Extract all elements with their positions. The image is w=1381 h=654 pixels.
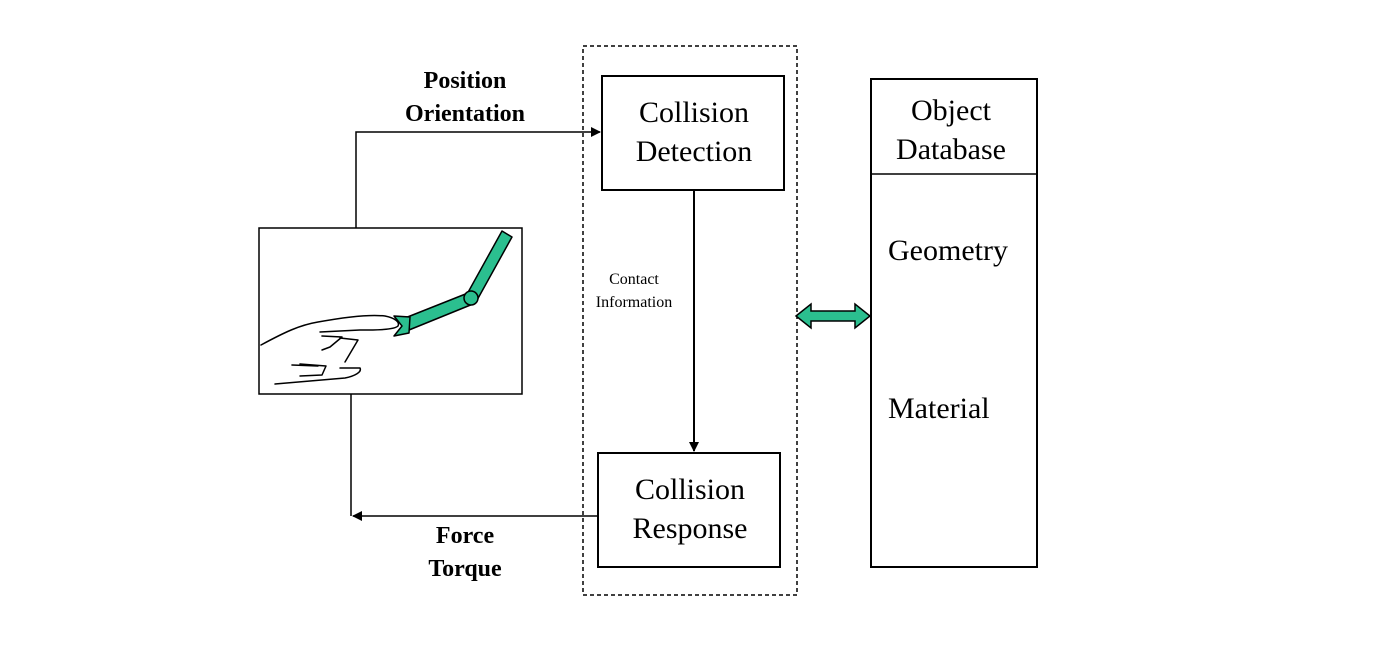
material-label: Material [888, 392, 990, 425]
haptic-arm [393, 230, 513, 337]
collision-response-box [597, 452, 781, 568]
force-label: Force [435, 523, 495, 549]
collision-response-subtitle: Response [632, 512, 748, 545]
hand-sketch [260, 314, 400, 385]
object-database-box [870, 78, 1038, 568]
position-orientation-arrow [355, 127, 601, 228]
collision-detection-title: Collision [638, 96, 750, 129]
orientation-label: Orientation [405, 101, 525, 127]
collision-detection-box [601, 75, 785, 191]
geometry-label: Geometry [888, 234, 1008, 267]
database-bidirectional-arrow [794, 302, 872, 330]
collision-detection-subtitle: Detection [635, 135, 753, 168]
information-label: Information [595, 294, 673, 311]
contact-label: Contact [609, 271, 659, 288]
object-database-title: Object [911, 94, 991, 127]
collision-response-title: Collision [634, 473, 746, 506]
object-database-subtitle: Database [896, 133, 1006, 166]
position-label: Position [423, 68, 507, 94]
haptic-device-frame [258, 227, 523, 395]
torque-label: Torque [428, 556, 502, 582]
processing-dashed-box [582, 45, 798, 596]
